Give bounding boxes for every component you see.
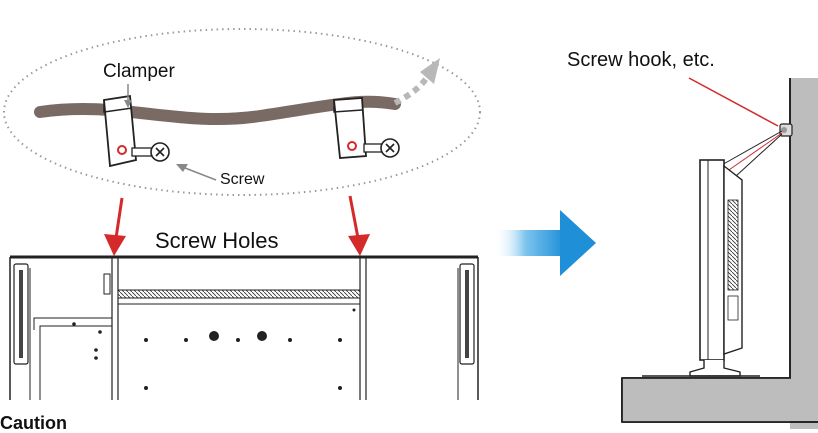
- blue-direction-arrow: [494, 210, 596, 276]
- tv-side-view: [642, 159, 760, 377]
- screw-label: Screw: [220, 171, 265, 188]
- clamp-left: [103, 94, 170, 168]
- tv-rear-holes: [72, 308, 356, 390]
- cable-continuation-arrow: [393, 74, 431, 106]
- tv-rear-panel: [9, 255, 479, 400]
- caution-heading: Caution: [0, 413, 67, 433]
- screw-holes-label: Screw Holes: [155, 228, 279, 253]
- detail-ellipse: [3, 28, 481, 196]
- clamp-right: [333, 97, 400, 159]
- red-arrow-right: [348, 195, 370, 256]
- screw-hook-label: Screw hook, etc.: [567, 49, 715, 71]
- red-arrow-left: [104, 197, 126, 256]
- clamper-label: Clamper: [103, 61, 175, 82]
- screw-hook: [779, 123, 793, 137]
- cable-arrowhead: [420, 58, 440, 84]
